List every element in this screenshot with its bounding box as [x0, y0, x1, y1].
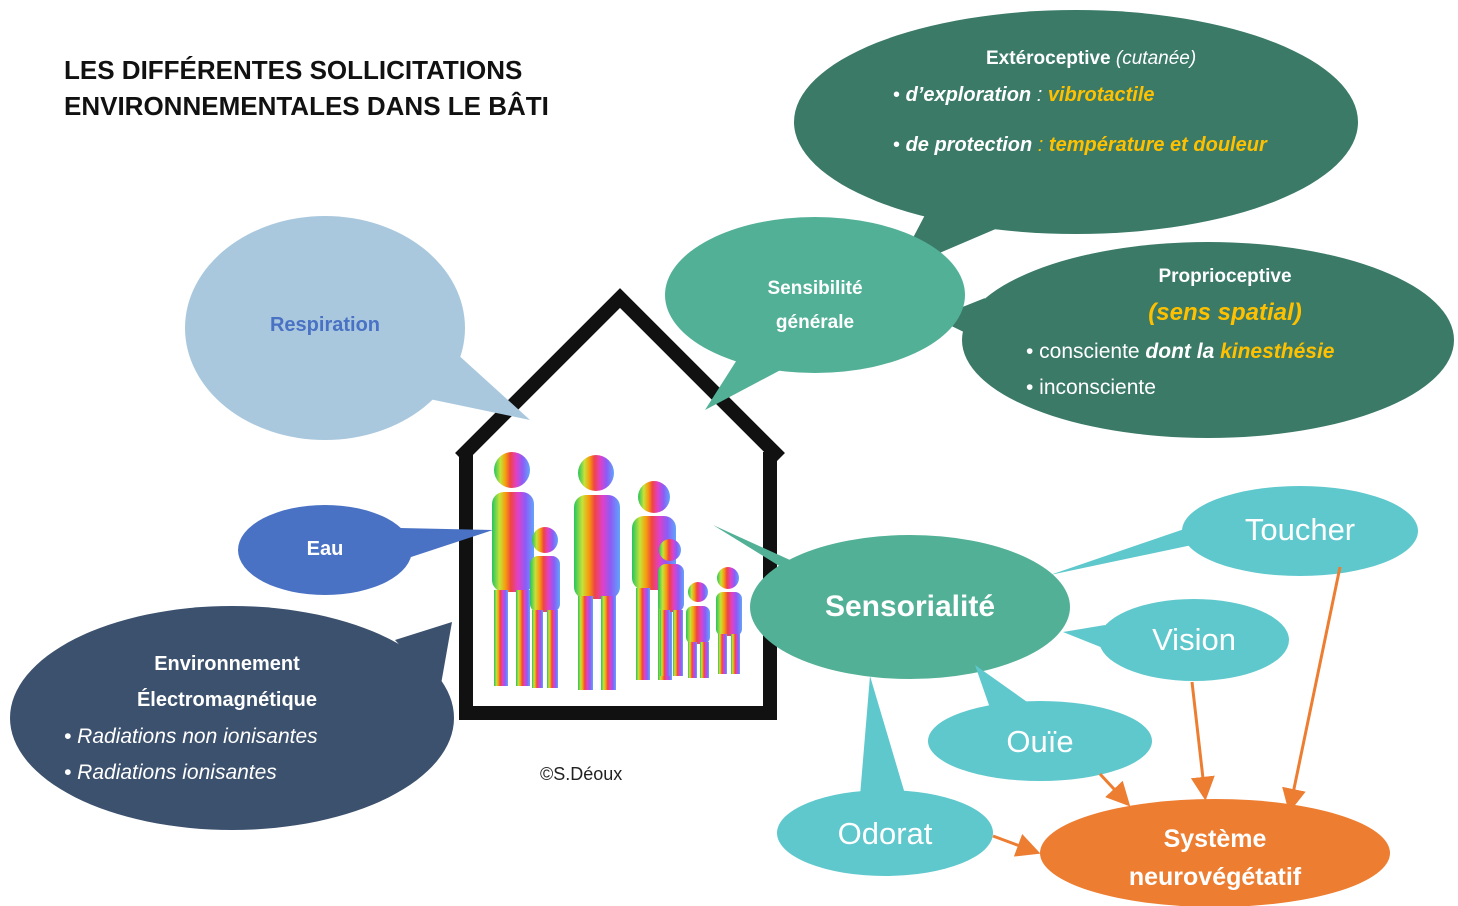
systeme-label: Système neurovégétatif	[1110, 820, 1320, 896]
sensorialite-bubble	[713, 525, 1070, 679]
vision-label: Vision	[1152, 622, 1236, 657]
systeme-neurovegetatif-bubble	[1040, 799, 1390, 906]
exteroceptive-heading-note: (cutanée)	[1115, 48, 1197, 69]
separator: :	[1032, 134, 1049, 156]
systeme-line-1: Système	[1163, 825, 1267, 853]
proprioceptive-item-2: • inconsciente	[1026, 376, 1156, 399]
eau-bubble	[238, 505, 493, 595]
dont-la-text: dont la	[1145, 340, 1221, 363]
proprioceptive-heading: Proprioceptive	[1158, 266, 1292, 287]
exteroceptive-item-2: • de protection : température et douleur	[893, 134, 1267, 157]
electromagnetique-bubble	[10, 606, 454, 830]
proprioceptive-item-1: • consciente dont la kinesthésie	[1026, 340, 1335, 364]
ouie-bubble	[928, 665, 1152, 781]
vibrotactile-value: vibrotactile	[1047, 84, 1155, 106]
protection-term: de protection	[905, 134, 1033, 156]
proprioceptive-subheading: (sens spatial)	[1148, 299, 1302, 326]
exploration-term: d’exploration	[905, 84, 1032, 106]
odorat-label: Odorat	[837, 816, 933, 851]
toucher-label: Toucher	[1244, 512, 1356, 547]
systeme-line-2: neurovégétatif	[1128, 863, 1302, 891]
ouie-label: Ouïe	[1006, 724, 1074, 759]
title-line-1: LES DIFFÉRENTES SOLLICITATIONS	[64, 55, 523, 85]
sensibilite-bubble	[665, 217, 965, 410]
electromagnetique-line-2: Électromagnétique	[136, 689, 318, 711]
bullet: •	[893, 84, 906, 106]
sensorialite-label: Sensorialité	[824, 590, 996, 623]
arrow-ouie	[1098, 772, 1131, 807]
exteroceptive-heading: Extéroceptive (cutanée)	[986, 48, 1196, 70]
proprioceptive-bubble	[935, 242, 1454, 438]
temperature-douleur-value: température et douleur	[1048, 134, 1267, 156]
vision-bubble	[1063, 599, 1289, 681]
consciente-text: • consciente	[1026, 340, 1146, 363]
respiration-label: Respiration	[269, 314, 381, 336]
exteroceptive-heading-text: Extéroceptive	[986, 48, 1111, 69]
exteroceptive-item-1: • d’exploration : vibrotactile	[893, 84, 1155, 107]
kinesthesie-text: kinesthésie	[1220, 340, 1335, 363]
sensibilite-line-1: Sensibilité	[767, 278, 863, 299]
page-title: LES DIFFÉRENTES SOLLICITATIONS ENVIRONNE…	[64, 52, 549, 124]
arrow-odorat	[992, 834, 1041, 857]
sensibilite-line-2: générale	[775, 312, 855, 333]
family-people-icon	[492, 452, 742, 690]
arrow-vision	[1190, 681, 1215, 801]
electromagnetique-item-1: • Radiations non ionisantes	[64, 725, 318, 748]
arrows	[992, 566, 1342, 857]
separator: :	[1031, 84, 1048, 106]
arrow-toucher	[1282, 566, 1342, 813]
electromagnetique-item-2: • Radiations ionisantes	[64, 761, 277, 784]
title-line-2: ENVIRONNEMENTALES DANS LE BÂTI	[64, 91, 549, 121]
copyright: ©S.Déoux	[540, 764, 623, 784]
eau-label: Eau	[306, 538, 344, 560]
odorat-bubble	[777, 676, 993, 876]
electromagnetique-line-1: Environnement	[154, 653, 300, 675]
toucher-bubble	[1050, 486, 1418, 576]
respiration-bubble	[185, 216, 530, 440]
sensibilite-label: Sensibilité générale	[740, 272, 890, 340]
bullet: •	[893, 134, 906, 156]
